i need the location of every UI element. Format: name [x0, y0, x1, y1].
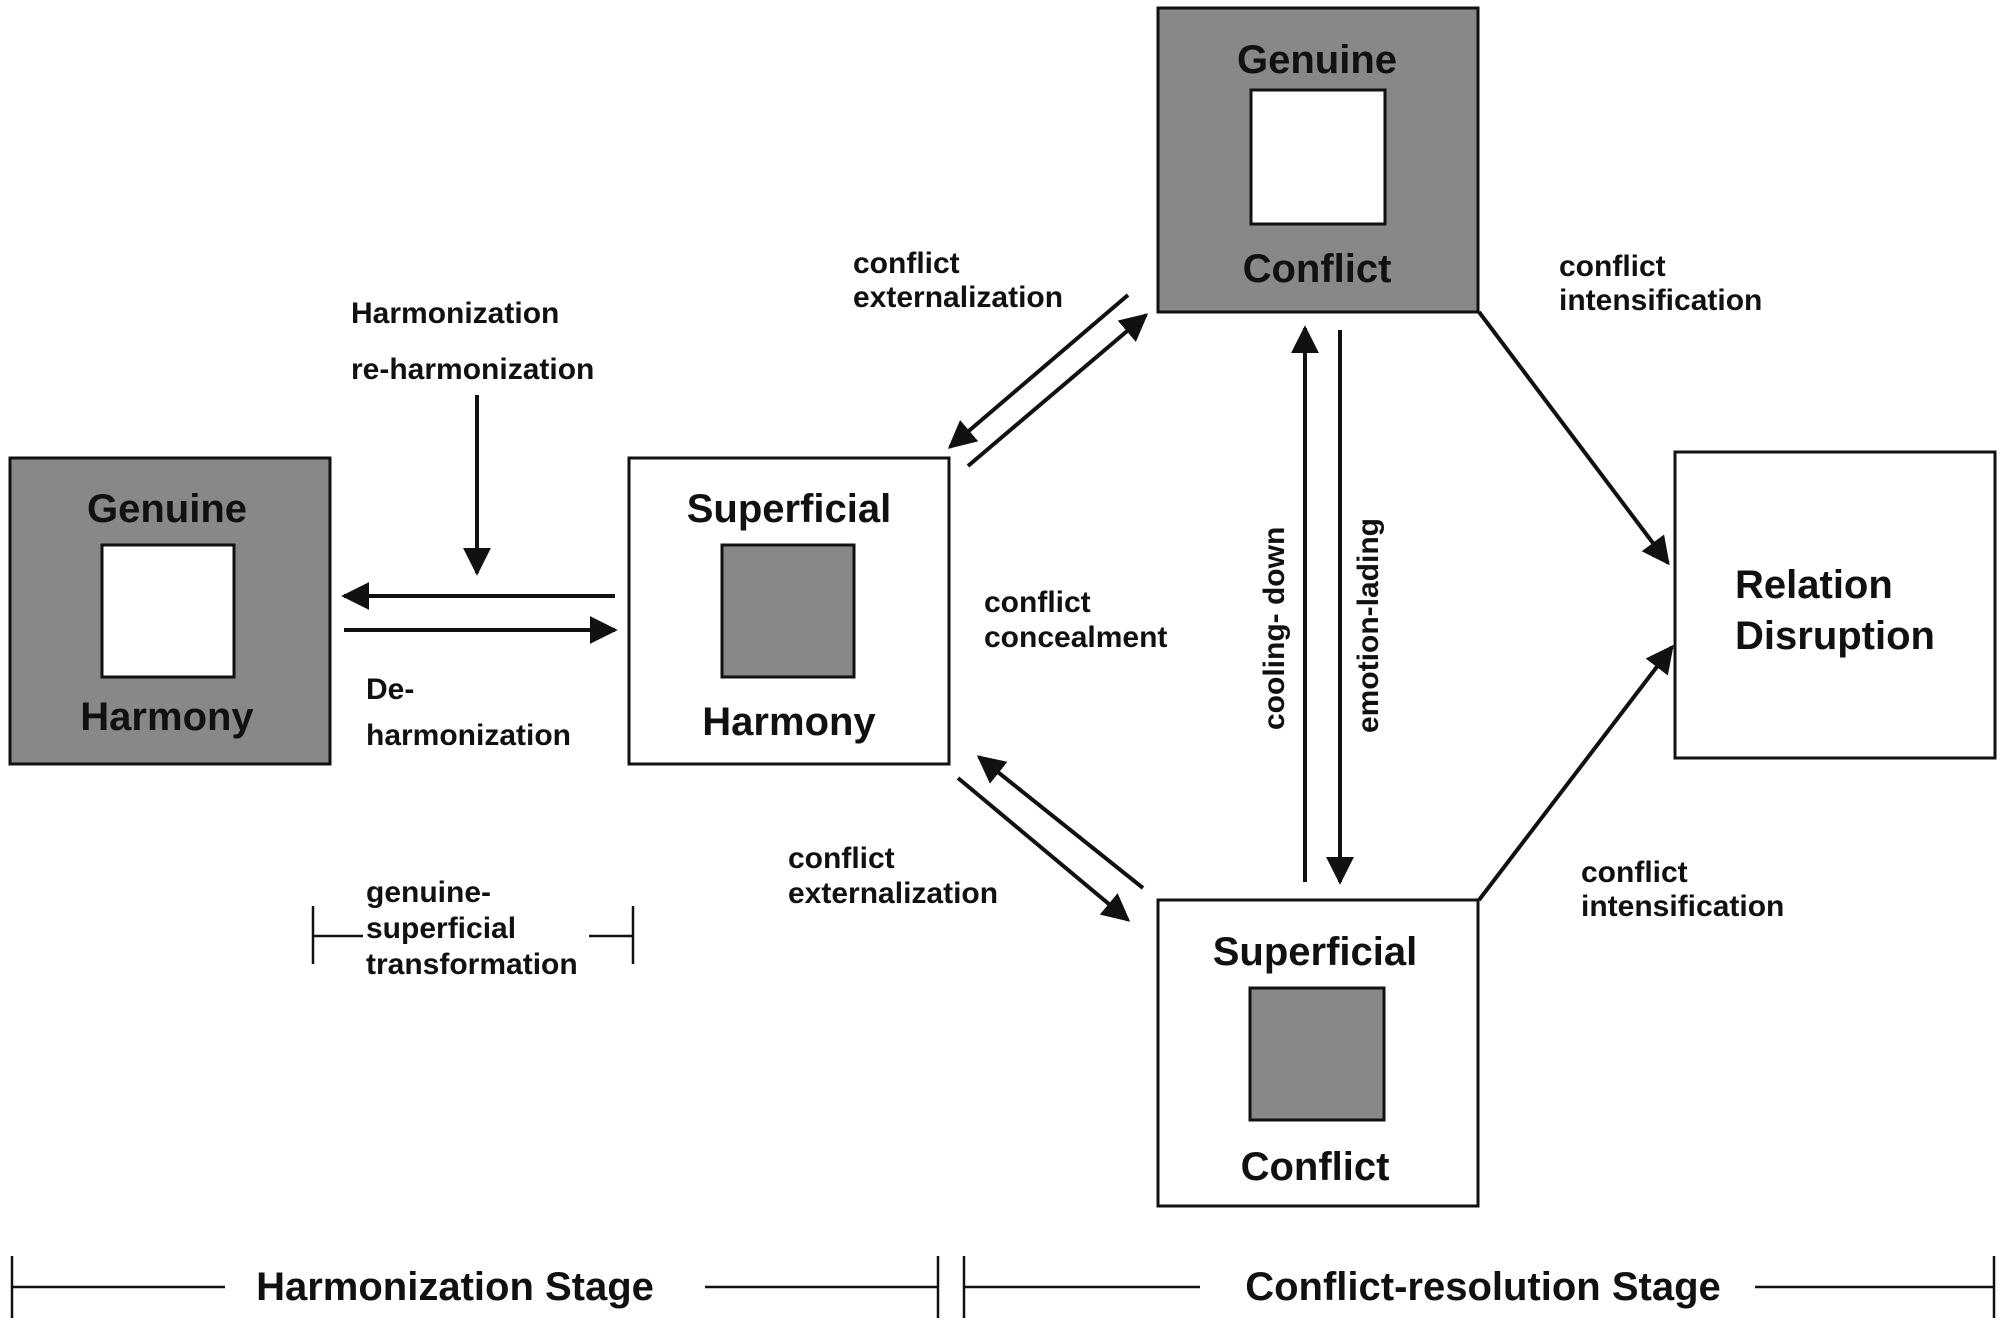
transformation-label-1: genuine-	[366, 876, 491, 909]
externalization-top-label-2: externalization	[853, 281, 1063, 314]
conflict-resolution-stage-ruler	[962, 1256, 1996, 1318]
superficial-conflict-top-label: Superficial	[1213, 930, 1418, 974]
intensification-top-label-2: intensification	[1559, 284, 1762, 317]
transformation-bracket	[311, 906, 635, 964]
relation-disruption-line2: Disruption	[1735, 614, 1935, 658]
externalization-top-label-1: conflict	[853, 247, 960, 280]
genuine-harmony-bottom-label: Harmony	[80, 695, 254, 739]
concealment-label-2: concealment	[984, 621, 1167, 654]
cooling-down-label: cooling- down	[1258, 527, 1291, 730]
node-relation-disruption: Relation Disruption	[1673, 450, 1997, 760]
superficial-harmony-to-superficial-conflict-arrow	[956, 776, 1131, 922]
intensification-bottom-label-2: intensification	[1581, 890, 1784, 923]
conflict-resolution-stage-label: Conflict-resolution Stage	[1245, 1265, 1721, 1309]
de-harmonization-label-1: De-	[366, 673, 414, 706]
genuine-conflict-bottom-label: Conflict	[1243, 247, 1392, 291]
de-harmonization-label-2: harmonization	[366, 719, 571, 752]
transformation-label-3: transformation	[366, 948, 578, 981]
harmonization-label: Harmonization	[351, 297, 559, 330]
transformation-label-2: superficial	[366, 912, 516, 945]
superficial-harmony-top-label: Superficial	[687, 487, 892, 531]
superficial-harmony-bottom-label: Harmony	[702, 700, 876, 744]
superficial-harmony-to-genuine-conflict-arrow	[966, 313, 1149, 468]
superficial-conflict-to-superficial-harmony-arrow	[976, 755, 1145, 890]
node-genuine-conflict: Genuine Conflict	[1156, 6, 1480, 314]
externalization-bottom-label-1: conflict	[788, 842, 895, 875]
superficial-conflict-intensification-arrow	[1477, 644, 1674, 902]
genuine-conflict-to-superficial-harmony-arrow	[947, 293, 1130, 449]
harmonization-stage-label: Harmonization Stage	[256, 1265, 654, 1309]
externalization-bottom-label-2: externalization	[788, 877, 998, 910]
genuine-harmony-top-label: Genuine	[87, 487, 247, 531]
concealment-label-1: conflict	[984, 586, 1091, 619]
superficial-conflict-bottom-label: Conflict	[1241, 1145, 1390, 1189]
re-harmonization-label: re-harmonization	[351, 353, 594, 386]
genuine-conflict-intensification-arrow	[1477, 310, 1670, 566]
node-genuine-harmony: Genuine Harmony	[8, 456, 332, 766]
emotion-lading-label: emotion-lading	[1352, 518, 1385, 733]
harmonization-stage-ruler	[10, 1256, 940, 1318]
intensification-top-label-1: conflict	[1559, 250, 1666, 283]
intensification-bottom-label-1: conflict	[1581, 856, 1688, 889]
node-superficial-harmony: Superficial Harmony	[627, 456, 951, 766]
genuine-conflict-top-label: Genuine	[1237, 38, 1397, 82]
relation-disruption-line1: Relation	[1735, 563, 1893, 607]
node-superficial-conflict: Superficial Conflict	[1156, 898, 1480, 1208]
